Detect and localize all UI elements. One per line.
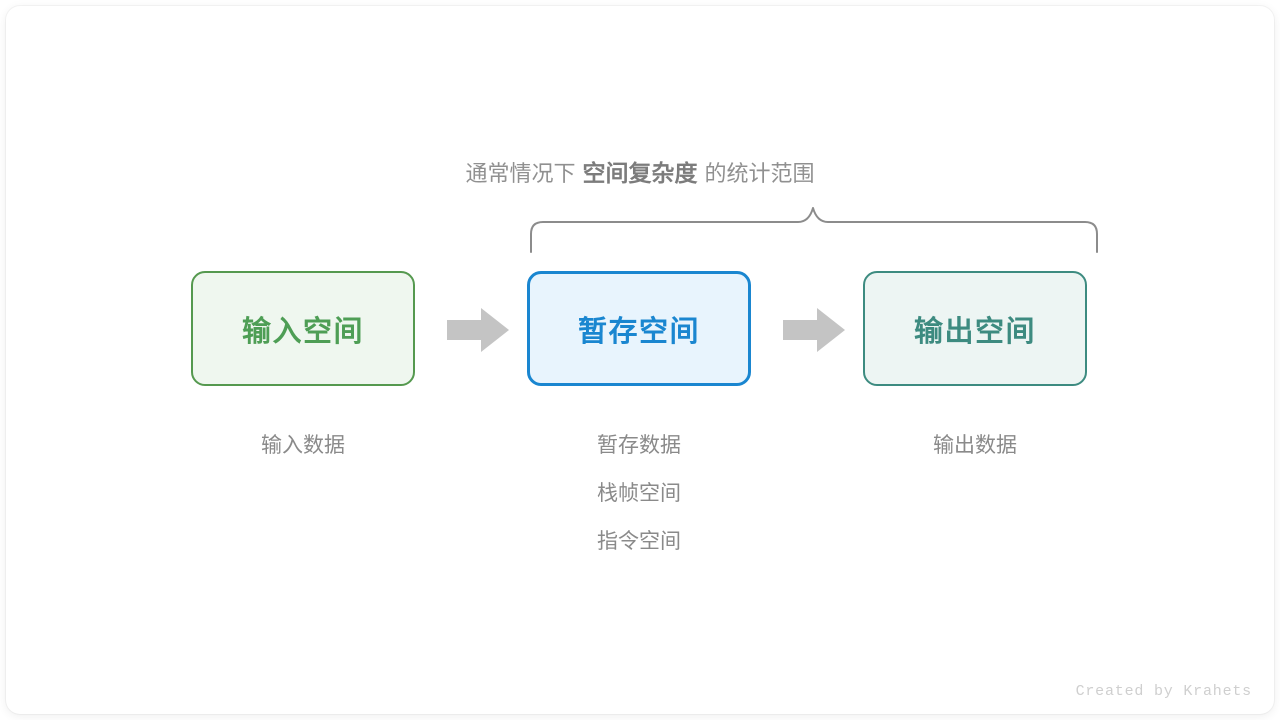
diagram-canvas: 通常情况下空间复杂度的统计范围 输入空间 暂存空间 输出空间 输入数据 暂存数据… bbox=[6, 6, 1274, 714]
caption-item: 栈帧空间 bbox=[597, 482, 681, 505]
caption-list-input: 输入数据 bbox=[153, 422, 453, 470]
box-temp-space: 暂存空间 bbox=[527, 271, 751, 386]
box-temp-space-label: 暂存空间 bbox=[577, 315, 700, 348]
caption-item: 暂存数据 bbox=[597, 434, 681, 457]
scope-caption-emphasis: 空间复杂度 bbox=[582, 160, 698, 186]
caption-item: 指令空间 bbox=[597, 530, 681, 553]
caption-item: 输入数据 bbox=[261, 434, 345, 457]
caption-list-output: 输出数据 bbox=[825, 422, 1125, 470]
caption-list-temp: 暂存数据 栈帧空间 指令空间 bbox=[489, 422, 789, 566]
arrow-right-icon bbox=[783, 306, 845, 354]
box-output-space: 输出空间 bbox=[863, 271, 1087, 386]
box-input-space: 输入空间 bbox=[191, 271, 415, 386]
caption-item: 输出数据 bbox=[933, 434, 1017, 457]
scope-caption: 通常情况下空间复杂度的统计范围 bbox=[6, 156, 1274, 191]
scope-caption-suffix: 的统计范围 bbox=[704, 161, 815, 186]
scope-brace bbox=[524, 202, 1104, 258]
arrow-right-icon bbox=[447, 306, 509, 354]
watermark-credit: Created by Krahets bbox=[1075, 683, 1252, 700]
box-output-space-label: 输出空间 bbox=[913, 315, 1036, 348]
box-input-space-label: 输入空间 bbox=[241, 315, 364, 348]
scope-caption-prefix: 通常情况下 bbox=[465, 161, 576, 186]
